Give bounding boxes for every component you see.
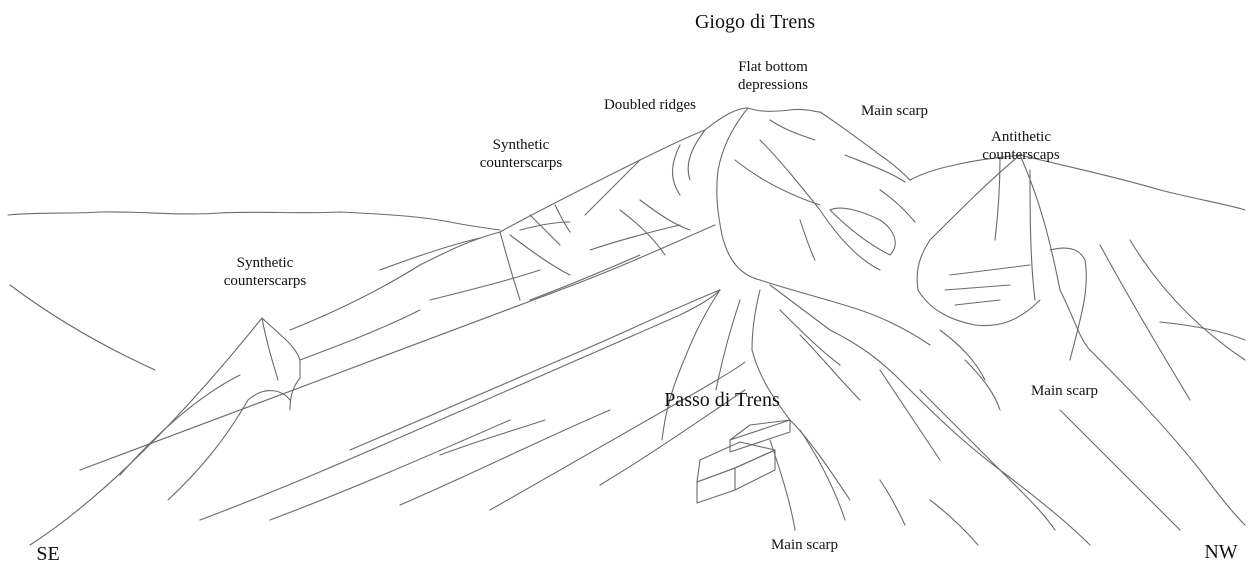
label-flat-bottom-line2: depressions — [718, 76, 828, 94]
label-giogo-di-trens: Giogo di Trens — [660, 10, 850, 34]
label-main-scarp-bottom: Main scarp — [752, 536, 857, 554]
label-main-scarp-right: Main scarp — [1012, 382, 1117, 400]
label-antithetic-line2: counterscaps — [962, 146, 1080, 164]
label-synthetic-counterscarps-lower: Synthetic counterscarps — [206, 254, 324, 290]
direction-se: SE — [28, 542, 68, 566]
label-flat-bottom-line1: Flat bottom — [718, 58, 828, 76]
label-doubled-ridges: Doubled ridges — [590, 96, 710, 114]
label-antithetic-counterscaps: Antithetic counterscaps — [962, 128, 1080, 164]
label-flat-bottom-depressions: Flat bottom depressions — [718, 58, 828, 94]
label-synthetic-upper-line1: Synthetic — [462, 136, 580, 154]
label-main-scarp-top: Main scarp — [842, 102, 947, 120]
label-antithetic-line1: Antithetic — [962, 128, 1080, 146]
label-synthetic-upper-line2: counterscarps — [462, 154, 580, 172]
label-synthetic-lower-line2: counterscarps — [206, 272, 324, 290]
label-synthetic-lower-line1: Synthetic — [206, 254, 324, 272]
label-synthetic-counterscarps-upper: Synthetic counterscarps — [462, 136, 580, 172]
label-passo-di-trens: Passo di Trens — [642, 388, 802, 412]
direction-nw: NW — [1196, 540, 1246, 564]
